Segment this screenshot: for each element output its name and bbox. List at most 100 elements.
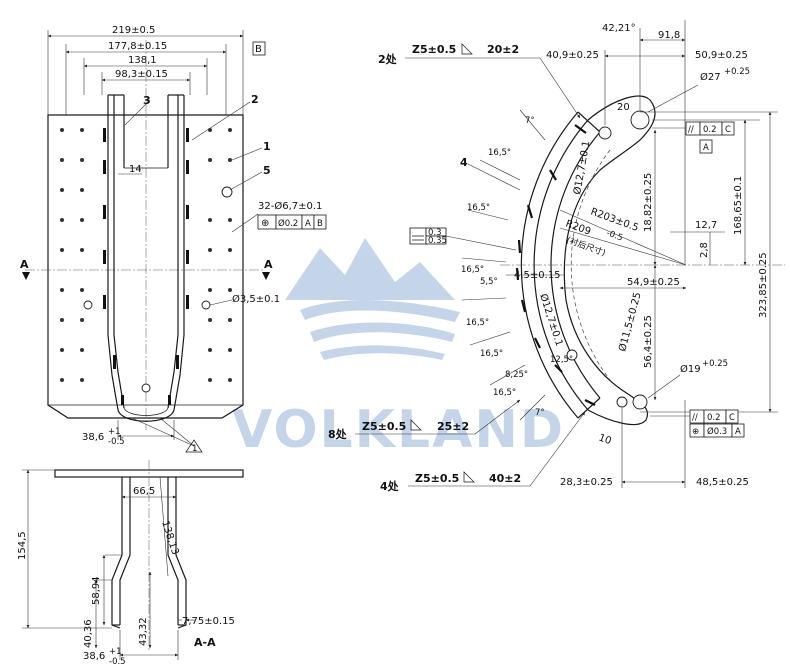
dim-54-9: 54,9±0.25 xyxy=(627,277,680,288)
weld-marks xyxy=(103,128,189,405)
svg-text:0.3: 0.3 xyxy=(428,228,442,238)
dim-slot: 14 xyxy=(129,164,142,175)
dim-168-65: 168,65±0.1 xyxy=(733,176,744,235)
svg-text:16,5°: 16,5° xyxy=(493,388,516,398)
sec-dim-top-width: 66,5 xyxy=(133,486,155,497)
shoe-web-outline xyxy=(563,95,656,426)
dim-width-2: 177,8±0.15 xyxy=(108,41,167,52)
svg-text:8,25°: 8,25° xyxy=(505,370,528,380)
watermark-brand: VOLKLAND xyxy=(232,400,565,460)
dim-91-8: 91,8 xyxy=(658,30,680,41)
svg-text:C: C xyxy=(725,125,731,135)
flatness-icon xyxy=(412,235,424,241)
dim-d27: Ø27 xyxy=(700,71,721,83)
dim-56-4: 56,4±0.25 xyxy=(643,315,654,368)
dim-28-3: 28,3±0.25 xyxy=(560,477,613,488)
anchor-hole-bottom xyxy=(616,396,628,408)
svg-text:16,5°: 16,5° xyxy=(488,148,511,158)
svg-text:5,5°: 5,5° xyxy=(480,277,498,287)
dim-2-8: 2,8 xyxy=(699,242,710,258)
dim-bottom: 38,6 xyxy=(82,432,104,443)
svg-text:+1: +1 xyxy=(108,427,121,437)
datum-b: B xyxy=(255,44,262,55)
parallelism-icon-2: // xyxy=(692,413,698,423)
plate-outline xyxy=(47,114,244,419)
svg-text:Z5±0.5: Z5±0.5 xyxy=(362,420,406,433)
fillet-weld-icon-2 xyxy=(410,419,422,431)
sec-dim-43: 43,32 xyxy=(138,617,149,646)
svg-text:1: 1 xyxy=(192,444,197,454)
dim-d11-5: Ø11,5±0.25 xyxy=(616,291,643,353)
flatness-box: 0.3 0.35 xyxy=(409,227,517,251)
dim-40-9: 40,9±0.25 xyxy=(546,50,599,61)
svg-text:A: A xyxy=(305,219,311,229)
anchor-hole-top xyxy=(598,126,612,140)
svg-text:16,5°: 16,5° xyxy=(461,265,484,275)
svg-text:+1: +1 xyxy=(109,647,122,657)
side-balloon-4: 4 xyxy=(460,156,468,169)
svg-text:7°: 7° xyxy=(535,408,545,418)
svg-text:12,5°: 12,5° xyxy=(550,355,573,365)
balloon-2: 2 xyxy=(251,93,259,106)
fcf-top: // 0.2 C A xyxy=(652,121,735,154)
front-view: A A xyxy=(20,25,327,454)
dim-50-9: 50,9±0.25 xyxy=(695,50,748,61)
side-view: 7° 16,5° 16,5° 16,5° 5,5° 16,5° 16,5° 8,… xyxy=(328,20,785,493)
svg-text:16,5°: 16,5° xyxy=(466,318,489,328)
dim-10: 10 xyxy=(597,432,613,447)
position-icon: ⊕ xyxy=(692,427,699,437)
weld-callout-mid: 8处 Z5±0.5 25±2 xyxy=(328,399,521,441)
svg-text:-0.5: -0.5 xyxy=(605,228,624,243)
section-arrow-right-icon xyxy=(262,272,270,280)
triangle-note-icon xyxy=(185,439,203,453)
balloon-3: 3 xyxy=(143,94,151,107)
dim-42-21: 42,21° xyxy=(602,23,636,34)
watermark: VOLKLAND xyxy=(232,238,565,460)
parallelism-icon: // xyxy=(688,125,694,135)
svg-text:20±2: 20±2 xyxy=(487,43,519,56)
svg-text:Ø0.2: Ø0.2 xyxy=(278,218,298,229)
sec-dim-thk: 7,75±0.15 xyxy=(182,616,235,627)
pivot-hole-top xyxy=(630,110,650,130)
hole-callout: 32-Ø6,7±0.1 xyxy=(258,200,322,212)
center-hole xyxy=(141,383,151,393)
section-label: A-A xyxy=(194,636,216,649)
svg-text:0.2: 0.2 xyxy=(707,413,721,423)
sec-dim-height: 154,5 xyxy=(17,531,28,560)
hole-fcf: ⊕ Ø0.2 A B xyxy=(257,214,327,230)
section-mark-left: A xyxy=(20,258,29,271)
svg-text:40±2: 40±2 xyxy=(489,472,521,485)
dim-18-82: 18,82±0.25 xyxy=(643,173,654,232)
sec-dim-58: 58,94 xyxy=(91,576,102,605)
watermark-logo-icon xyxy=(285,238,460,360)
fillet-weld-icon-3 xyxy=(463,471,475,483)
dim-width-3: 138,1 xyxy=(128,55,157,66)
svg-text:C: C xyxy=(729,413,735,423)
angle-rays xyxy=(461,109,546,421)
svg-text:7°: 7° xyxy=(525,116,535,126)
svg-text:0.35: 0.35 xyxy=(428,236,447,246)
svg-text:+0.25: +0.25 xyxy=(724,67,750,77)
dim-overall-width: 219±0.5 xyxy=(112,25,155,36)
svg-text:A: A xyxy=(703,143,709,153)
balloon-5: 5 xyxy=(263,164,271,177)
section-arrow-left-icon xyxy=(22,272,30,280)
dim-323-85: 323,85±0.25 xyxy=(758,252,769,318)
fillet-weld-icon xyxy=(461,43,473,55)
svg-text:-0.5: -0.5 xyxy=(109,657,126,667)
dim-width-4: 98,3±0.15 xyxy=(115,69,168,80)
svg-text:B: B xyxy=(317,219,323,229)
hole-mid xyxy=(566,349,578,361)
svg-text:Z5±0.5: Z5±0.5 xyxy=(415,472,459,485)
svg-text:A: A xyxy=(735,427,741,437)
section-mark-right: A xyxy=(264,258,273,271)
hole-small: Ø3,5±0.1 xyxy=(232,293,280,305)
svg-text:8处: 8处 xyxy=(328,427,348,441)
dim-12-7: 12,7 xyxy=(695,220,717,231)
svg-text:2处: 2处 xyxy=(378,52,398,66)
fcf-bottom: // 0.2 C ⊕ Ø0.3 A xyxy=(650,409,745,438)
svg-text:0.2: 0.2 xyxy=(703,125,717,135)
svg-text:+0.25: +0.25 xyxy=(702,359,728,369)
balloon-1: 1 xyxy=(263,140,271,153)
dim-48-5: 48,5±0.25 xyxy=(696,477,749,488)
